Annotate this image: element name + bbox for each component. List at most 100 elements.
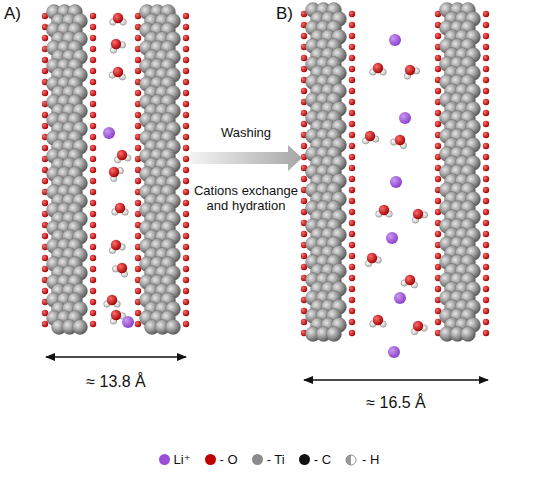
o-atom [42,90,48,96]
o-atom [90,79,96,85]
o-atom [301,88,307,94]
o-atom [113,67,123,77]
o-atom [301,55,307,61]
water-molecule [401,275,417,288]
legend-text: - O [220,452,238,467]
o-atom [90,101,96,107]
o-atom [42,123,48,129]
o-atom [111,310,121,320]
o-atom [183,266,189,272]
o-atom [367,253,377,263]
o-atom [349,11,355,17]
o-atom [349,275,355,281]
o-atom [373,315,383,325]
o-atom [90,13,96,19]
o-atom [405,65,415,75]
o-atom [135,145,141,151]
o-atom [483,308,489,314]
o-atom [483,176,489,182]
o-atom [349,165,355,171]
water-molecule [112,203,129,215]
o-atom [90,24,96,30]
o-atom [435,55,441,61]
legend: Li⁺- O- Ti- C- H [0,452,538,467]
o-atom [90,112,96,118]
legend-symbol [345,454,358,466]
o-atom [109,167,119,177]
o-atom [483,66,489,72]
o-atom [435,253,441,259]
o-atom [90,167,96,173]
o-atom [183,90,189,96]
o-atom [90,288,96,294]
o-atom [483,99,489,105]
o-atom [42,57,48,63]
o-atom [349,99,355,105]
o-atom [373,63,383,73]
legend-text: - H [362,452,379,467]
legend-item: - C [299,452,331,467]
legend-swatch [159,454,170,465]
o-atom [183,200,189,206]
o-atom [349,253,355,259]
o-atom [135,321,141,327]
o-atom [301,121,307,127]
o-atom [349,330,355,336]
o-atom [349,44,355,50]
water-molecule [376,205,393,217]
water-molecule [404,65,419,79]
o-atom [183,145,189,151]
o-atom [349,22,355,28]
o-atom [90,68,96,74]
o-atom [349,55,355,61]
o-atom [435,198,441,204]
o-atom [483,110,489,116]
water-molecule [104,295,121,307]
o-atom [90,255,96,261]
ti-atom [166,320,181,335]
o-atom [349,121,355,127]
o-atom [301,286,307,292]
o-atom [117,263,127,273]
o-atom [90,222,96,228]
o-atom [135,178,141,184]
dimension-label: ≈ 13.8 Å [86,373,145,391]
o-atom [349,110,355,116]
o-atom [301,33,307,39]
water-molecule [370,63,387,75]
o-atom [483,44,489,50]
panel-label: B) [276,4,293,24]
o-atom [483,297,489,303]
o-atom [349,66,355,72]
o-atom [42,233,48,239]
o-atom [301,176,307,182]
legend-item: - H [345,452,379,467]
mxene-slab [42,5,96,335]
water-molecule [114,150,130,163]
interlayer-species [103,13,428,358]
li-ion [390,176,402,188]
o-atom [135,255,141,261]
o-atom [183,299,189,305]
o-atom [183,167,189,173]
dimension-line [46,356,186,357]
legend-text: Li⁺ [174,452,191,467]
o-atom [183,178,189,184]
o-atom [483,121,489,127]
o-atom [42,35,48,41]
o-atom [90,266,96,272]
water-molecule [109,167,124,182]
o-atom [483,154,489,160]
o-atom [483,264,489,270]
o-atom [135,57,141,63]
o-atom [349,132,355,138]
o-atom [483,275,489,281]
o-atom [183,57,189,63]
o-atom [349,209,355,215]
process-label: Washing [221,126,271,141]
o-atom [135,200,141,206]
o-atom [301,319,307,325]
o-atom [435,286,441,292]
li-ion [399,112,411,124]
o-atom [483,330,489,336]
